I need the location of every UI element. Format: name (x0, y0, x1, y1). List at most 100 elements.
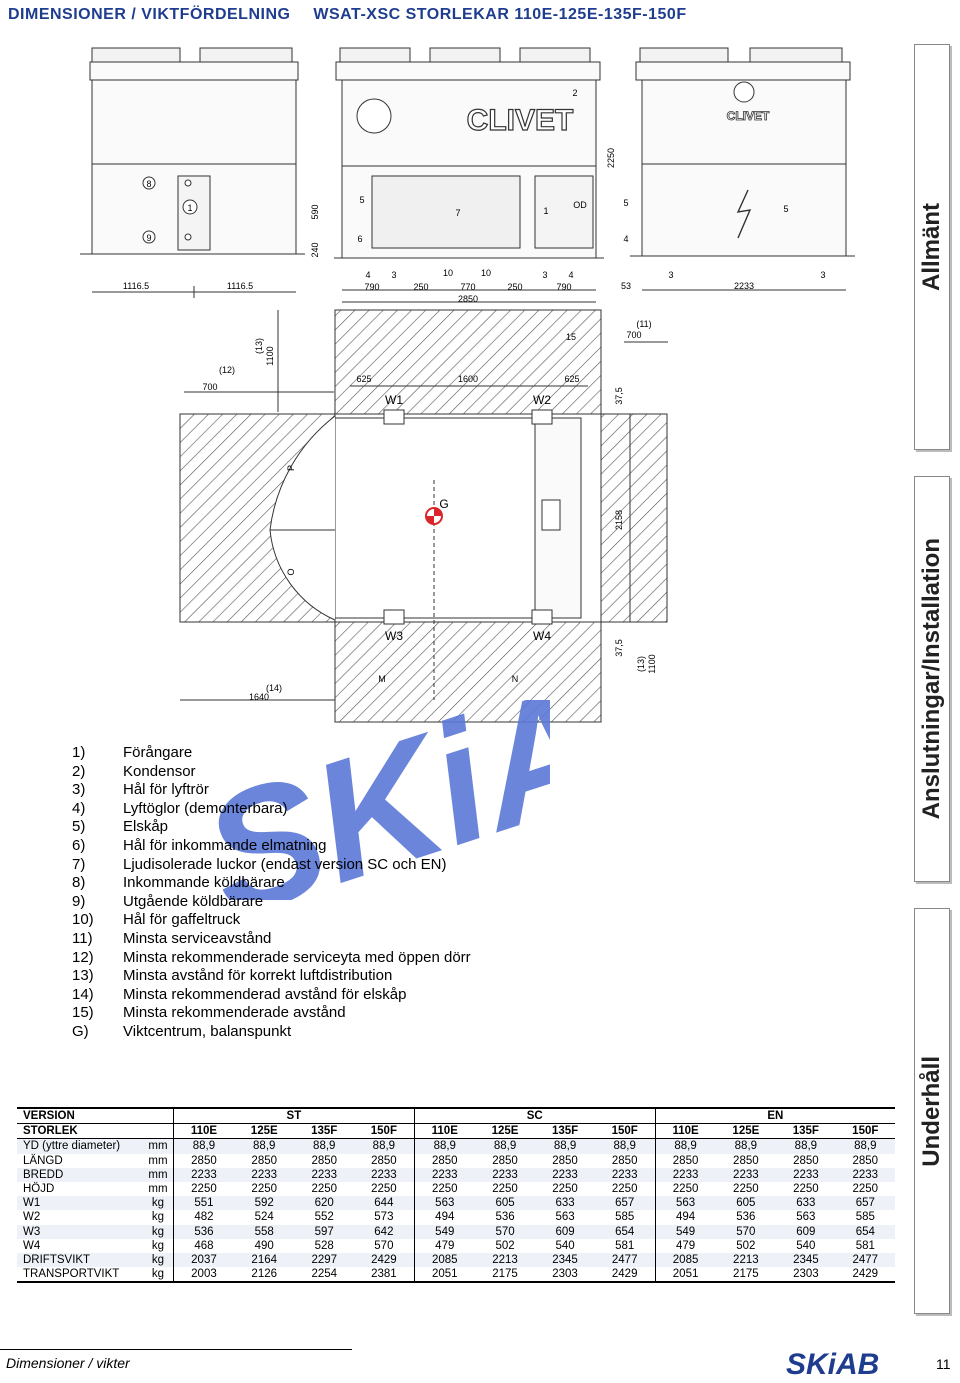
table-cell: 494 (413, 1210, 475, 1225)
label-w1: W1 (385, 393, 403, 407)
tab-allmant[interactable]: Allmänt (914, 44, 950, 450)
table-cell: 88,9 (353, 1138, 415, 1154)
table-cell: 2085 (654, 1252, 716, 1268)
label-m: M (378, 674, 386, 684)
table-cell: 479 (413, 1238, 475, 1253)
table-cell: 2233 (233, 1167, 295, 1182)
table-cell: 468 (172, 1238, 234, 1253)
table-cell: 2233 (594, 1167, 656, 1182)
table-cell: 2233 (172, 1167, 234, 1182)
group-en: EN (654, 1107, 895, 1125)
label-14: (14) (266, 683, 282, 693)
table-cell: 2250 (594, 1181, 656, 1197)
row-label: W3 (17, 1224, 143, 1239)
legend-item: 5)Elskåp (72, 818, 169, 836)
table-cell: 2037 (172, 1252, 234, 1268)
table-cell: 2429 (353, 1252, 415, 1268)
dim-2233: 2233 (734, 281, 754, 291)
table-cell: 2429 (594, 1267, 656, 1284)
dim-1600: 1600 (458, 374, 478, 384)
row-label: HÖJD (17, 1181, 143, 1197)
marker-1-left: 1 (187, 203, 192, 213)
size-header: 135F (535, 1123, 595, 1140)
marker-4-b: 4 (568, 270, 573, 280)
legend-item: 6)Hål för inkommande elmatning (72, 836, 327, 854)
size-header: 150F (353, 1123, 415, 1140)
legend-item: 9)Utgående köldbärare (72, 892, 264, 910)
marker-2: 2 (572, 88, 577, 98)
marker-6: 6 (357, 234, 362, 244)
table-cell: 609 (776, 1224, 836, 1239)
table-cell: 536 (715, 1210, 777, 1225)
row-label: YD (yttre diameter) (17, 1138, 143, 1154)
dim-770: 770 (460, 282, 475, 292)
table-cell: 657 (835, 1196, 895, 1211)
table-cell: 2233 (474, 1167, 536, 1182)
size-header: 135F (294, 1123, 354, 1140)
dim-53: 53 (621, 281, 631, 291)
table-cell: 540 (535, 1238, 595, 1253)
table-cell: 2213 (474, 1252, 536, 1268)
dim-37-5-bottom: 37,5 (614, 639, 624, 657)
size-header: 125E (233, 1123, 295, 1140)
legend-item: 3)Hål för lyftrör (72, 781, 209, 799)
dim-2850: 2850 (458, 294, 478, 304)
marker-3-side-a: 3 (668, 270, 673, 280)
dim-2158: 2158 (614, 510, 624, 530)
table-cell: 528 (294, 1238, 354, 1253)
page-header: DIMENSIONER / VIKTFÖRDELNING WSAT-XSC ST… (8, 6, 705, 24)
label-n: N (512, 674, 519, 684)
table-cell: 540 (776, 1238, 836, 1253)
table-cell: 2850 (776, 1153, 836, 1168)
table-cell: 2303 (535, 1267, 595, 1284)
dim-1116-5-b: 1116.5 (227, 281, 253, 291)
dim-590: 590 (310, 204, 320, 219)
dim-37-5-top: 37,5 (614, 387, 624, 405)
tab-anslutningar-installation[interactable]: Anslutningar/Installation (914, 476, 950, 882)
dim-1116-5-a: 1116.5 (123, 281, 149, 291)
table-cell: 605 (474, 1196, 536, 1211)
table-cell: 642 (353, 1224, 415, 1239)
front-view (334, 47, 604, 303)
size-header: 150F (835, 1123, 895, 1140)
legend-item: 7)Ljudisolerade luckor (endast version S… (72, 855, 447, 873)
legend-item: 12)Minsta rekommenderade serviceyta med … (72, 948, 471, 966)
table-cell: 2250 (654, 1181, 716, 1197)
table-cell: 2297 (294, 1252, 354, 1268)
table-cell: 2429 (835, 1267, 895, 1284)
plan-view (179, 309, 668, 723)
table-cell: 570 (715, 1224, 777, 1239)
table-cell: 2850 (233, 1153, 295, 1168)
table-cell: 2345 (535, 1252, 595, 1268)
size-label: STORLEK (17, 1123, 143, 1140)
skiab-watermark: SKiAB (190, 700, 550, 900)
table-cell: 88,9 (835, 1138, 895, 1154)
table-cell: 581 (835, 1238, 895, 1253)
tab-underhall[interactable]: Underhåll (914, 908, 950, 1314)
page-number: 11 (936, 1356, 951, 1372)
row-unit: kg (143, 1210, 174, 1225)
brand-logo-front: CLIVET (467, 104, 574, 137)
table-cell: 549 (413, 1224, 475, 1239)
marker-3-a: 3 (391, 270, 396, 280)
label-w4: W4 (533, 629, 551, 643)
table-cell: 563 (535, 1210, 595, 1225)
row-unit: kg (143, 1224, 174, 1239)
marker-8: 8 (146, 179, 151, 189)
row-label: BREDD (17, 1167, 143, 1182)
table-cell: 494 (654, 1210, 716, 1225)
legend-item: 2)Kondensor (72, 762, 196, 780)
table-cell: 581 (594, 1238, 656, 1253)
row-label: LÄNGD (17, 1153, 143, 1168)
row-unit: kg (143, 1252, 174, 1268)
table-cell: 88,9 (776, 1138, 836, 1154)
table-cell: 2233 (654, 1167, 716, 1182)
marker-10-b: 10 (481, 268, 491, 278)
table-cell: 2250 (294, 1181, 354, 1197)
table-cell: 2051 (413, 1267, 475, 1284)
table-cell: 2233 (715, 1167, 777, 1182)
table-cell: 2051 (654, 1267, 716, 1284)
